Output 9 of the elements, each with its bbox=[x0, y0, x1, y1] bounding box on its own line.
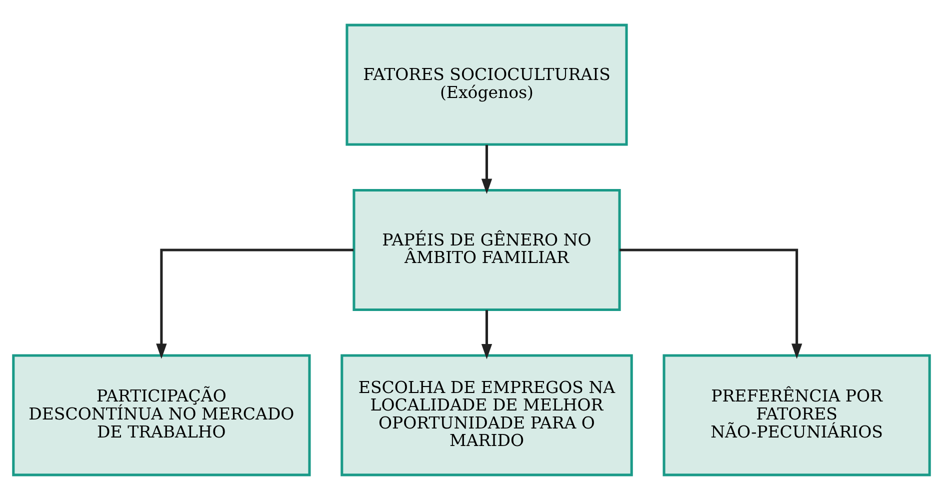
node-box: PREFERÊNCIA POR FATORES NÃO-PECUNIÁRIOS bbox=[662, 354, 931, 476]
node-box: FATORES SOCIOCULTURAIS (Exógenos) bbox=[346, 24, 628, 146]
arrow bbox=[156, 248, 354, 359]
node-box: PAPÉIS DE GÊNERO NO ÂMBITO FAMILIAR bbox=[352, 189, 621, 311]
node-box: PARTICIPAÇÃO DESCONTÍNUA NO MERCADO DE TRABALHO bbox=[12, 354, 311, 476]
arrow bbox=[481, 144, 492, 194]
node-box: ESCOLHA DE EMPREGOS NA LOCALIDADE DE MELHOR OPORTUNIDADE PARA O MARIDO bbox=[340, 354, 633, 476]
arrow bbox=[481, 310, 492, 360]
arrow bbox=[620, 248, 802, 359]
